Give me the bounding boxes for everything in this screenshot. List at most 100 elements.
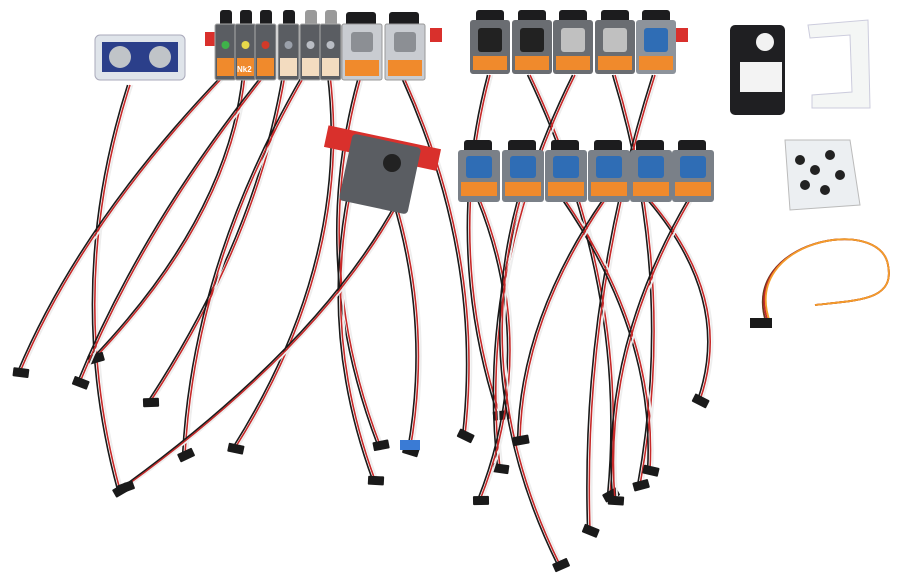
servo-cable-wire — [610, 199, 689, 501]
servo-cable-wire — [521, 199, 609, 441]
servo-cable-wire — [391, 199, 417, 451]
servo-connector — [602, 487, 620, 503]
servo-extension-cable-wire — [765, 238, 890, 323]
led-icon — [261, 41, 270, 49]
red-bracket-end — [676, 28, 688, 42]
module-sticker — [280, 58, 297, 76]
servo-connector — [642, 464, 660, 477]
servo-cable-wire — [146, 74, 284, 403]
servo-connector — [691, 393, 710, 409]
servo-connector — [492, 463, 510, 475]
blue-sensor-face — [510, 156, 536, 178]
servo-connector — [142, 397, 160, 408]
servo-cable-wire — [336, 79, 379, 446]
servo-cable-wire — [476, 199, 509, 501]
led-icon — [241, 41, 250, 49]
servo-connector — [607, 495, 625, 506]
servo-cable-wire — [96, 84, 134, 491]
servo-cable-wire — [466, 74, 499, 416]
led-icon — [221, 41, 230, 49]
sensor-face — [603, 28, 627, 52]
servo-cable-wire — [76, 74, 264, 383]
sensor-module — [339, 134, 421, 214]
servo-connector — [367, 475, 385, 486]
blue-sensor-face — [638, 156, 664, 178]
sensor-face — [478, 28, 502, 52]
servo-cable-wire — [394, 199, 420, 451]
module-sticker — [388, 60, 422, 76]
servo-cable-wire — [96, 74, 249, 359]
servo-connector — [456, 428, 475, 444]
servo-cable-wire — [122, 199, 399, 488]
module-sticker — [598, 56, 632, 70]
module-sticker — [548, 182, 584, 196]
servo-cable-wire — [337, 194, 374, 481]
servo-cable-wire — [529, 74, 615, 496]
servo-cable-wire — [503, 199, 564, 566]
screw-part — [795, 155, 805, 165]
screw-part — [820, 185, 830, 195]
module-sticker — [322, 58, 339, 76]
servo-cable-wire — [81, 74, 269, 383]
module-sticker — [556, 56, 590, 70]
servo-label — [740, 62, 782, 92]
module-sticker — [302, 58, 319, 76]
cable-bundle — [12, 74, 890, 573]
servo-cable-wire — [181, 74, 304, 456]
blue-sensor-face — [596, 156, 622, 178]
servo-connector — [117, 480, 135, 494]
ultrasonic-transducer — [109, 46, 131, 68]
servo-cable-wire — [649, 199, 711, 401]
screw-part — [810, 165, 820, 175]
module-label: Nk2 — [237, 65, 252, 74]
servo-extension-cable-wire — [762, 238, 890, 323]
servo-cable-wire — [340, 79, 384, 446]
module-sticker — [217, 58, 234, 76]
servo-cable-wire — [516, 199, 604, 441]
servo-cable-wire — [94, 84, 131, 491]
servo-cable-wire — [588, 74, 656, 531]
servo-cable-wire — [91, 84, 129, 491]
module-sticker — [505, 182, 541, 196]
servo-cable-wire — [481, 199, 514, 501]
sensor-face — [561, 28, 585, 52]
module-sticker — [461, 182, 497, 196]
servo-cable-wire — [339, 194, 376, 481]
servo-connector — [71, 376, 90, 390]
servo-connector — [372, 439, 390, 452]
servo-cable-wire — [566, 199, 654, 471]
servo-cable-wire — [519, 199, 606, 441]
module-sticker — [473, 56, 507, 70]
servo-cable-wire — [590, 74, 659, 531]
servo-cable-wire — [231, 74, 332, 449]
servo-cable-wire — [612, 199, 691, 501]
blue-sensor-face — [553, 156, 579, 178]
servo-cable-wire — [406, 79, 473, 436]
servo-cable-wire — [342, 194, 379, 481]
module-sticker — [237, 58, 254, 76]
led-icon — [306, 41, 315, 49]
servo-extension-cable-wire — [763, 238, 890, 323]
led-icon — [284, 41, 293, 49]
sensor-window — [351, 32, 373, 52]
servo-connector — [552, 558, 570, 573]
servo-cable-wire — [401, 79, 468, 436]
servo-cable-wire — [396, 199, 422, 451]
servo-cable-wire — [79, 74, 266, 383]
servo-extension-connector — [750, 318, 772, 328]
servo-cable-wire — [234, 74, 335, 449]
module-sticker — [675, 182, 711, 196]
servo-connector — [472, 495, 490, 506]
servo-cable-wire — [469, 74, 501, 416]
servo-cable-wire — [651, 199, 714, 401]
screw-part — [825, 150, 835, 160]
screw-part — [835, 170, 845, 180]
servo-cable-wire — [498, 199, 559, 566]
module-sticker — [257, 58, 274, 76]
module-sticker — [633, 182, 669, 196]
blue-sensor-face — [680, 156, 706, 178]
servo-cable-wire — [526, 74, 612, 496]
servo-cable-wire — [614, 199, 694, 501]
module-sticker — [639, 56, 673, 70]
sensor-face — [644, 28, 668, 52]
